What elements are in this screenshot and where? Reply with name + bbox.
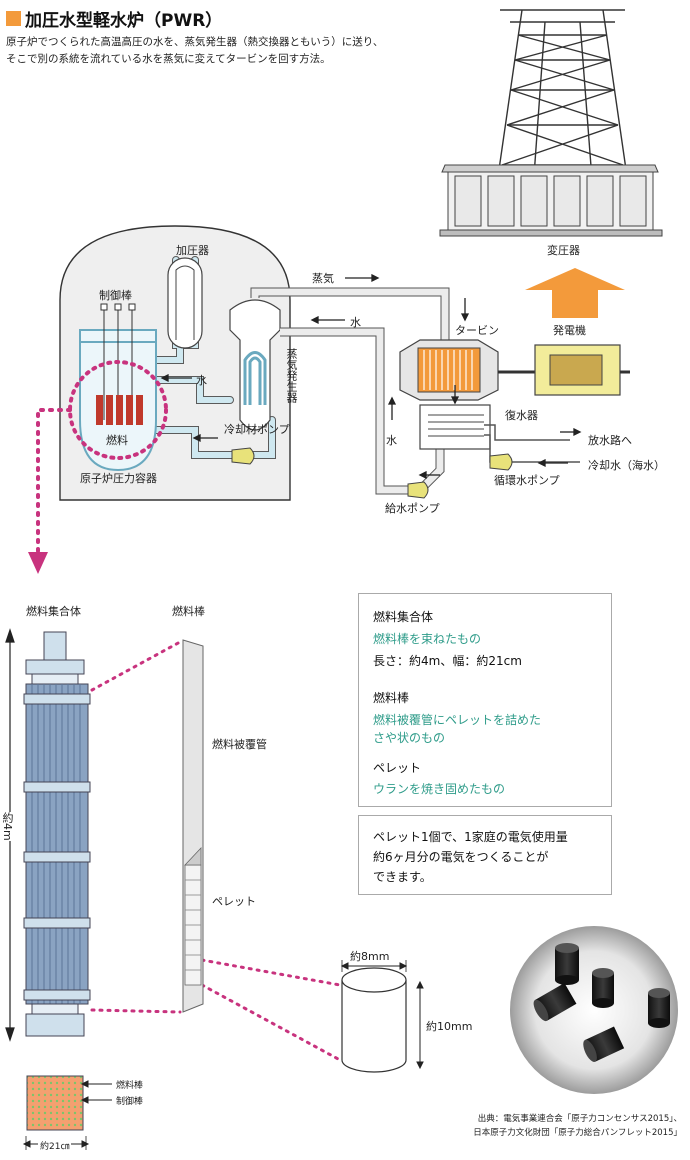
transformer-building: [439, 164, 663, 237]
source-line-1: 出典：電気事業連合会「原子力コンセンサス2015」、: [477, 1114, 682, 1124]
label-pellet: ペレット: [212, 895, 256, 908]
label-feedwater-pump: 給水ポンプ: [385, 502, 440, 515]
description-line-2: そこで別の系統を流れている水を蒸気に変えてタービンを回す方法。: [6, 53, 331, 65]
note-line-2: 約6ヶ月分の電気をつくることが: [373, 850, 549, 864]
turbine-rotor: [417, 347, 481, 393]
assembly-cross-section: [26, 1075, 84, 1131]
label-cross-fuel-rod: 燃料棒: [116, 1081, 144, 1091]
info-heading-assembly: 燃料集合体: [373, 610, 434, 624]
pellet-cylinder: [341, 967, 407, 1073]
condenser: [419, 404, 491, 450]
title-block: 加圧水型軽水炉（PWR）: [6, 6, 222, 31]
label-height-4m: 約4m: [1, 812, 14, 841]
transmission-tower: [489, 9, 636, 233]
label-control-rod: 制御棒: [99, 289, 132, 302]
pellet-photo-items: [533, 943, 670, 1062]
info-desc-rod-2: さや状のもの: [373, 731, 446, 745]
label-fuel-rod: 燃料棒: [172, 605, 205, 618]
info-box: 燃料集合体 燃料棒を束ねたもの 長さ：約4m、幅：約21cm 燃料棒 燃料被覆管…: [358, 593, 612, 807]
label-diameter: 約8mm: [350, 950, 390, 963]
steam-generator: [229, 299, 281, 431]
feedwater-pump: [407, 481, 429, 499]
label-cladding: 燃料被覆管: [212, 738, 267, 751]
label-discharge: 放水路へ: [588, 434, 632, 447]
info-desc-assembly: 燃料棒を束ねたもの: [373, 632, 482, 646]
label-condenser: 復水器: [505, 409, 538, 422]
info-desc-pellet: ウランを焼き固めたもの: [373, 782, 506, 796]
label-water-left: 水: [196, 374, 207, 387]
note-line-3: できます。: [373, 870, 432, 884]
label-steam: 蒸気: [312, 272, 334, 285]
fuel-rods: [96, 395, 143, 425]
label-pellet-height: 約10mm: [426, 1020, 473, 1033]
label-water-top: 水: [350, 316, 361, 329]
label-fuel: 燃料: [106, 434, 128, 447]
description-line-1: 原子炉でつくられた高温高圧の水を、蒸気発生器（熱交換器ともいう）に送り、: [6, 36, 384, 48]
note-box: ペレット1個で、1家庭の電気使用量 約6ヶ月分の電気をつくることが できます。: [358, 815, 612, 895]
page-title: 加圧水型軽水炉（PWR）: [25, 11, 223, 31]
label-steam-generator: 蒸気発生器: [285, 348, 298, 403]
label-cross-control-rod: 制御棒: [116, 1097, 144, 1107]
fuel-rod: [182, 639, 204, 1013]
circulation-pump: [489, 453, 513, 471]
info-heading-pellet: ペレット: [373, 761, 422, 775]
label-generator: 発電機: [553, 324, 586, 337]
dotted-connector: [36, 408, 72, 557]
label-turbine: タービン: [455, 324, 499, 337]
fuel-assembly: [23, 631, 91, 1037]
title-marker: [6, 11, 21, 26]
label-fuel-assembly: 燃料集合体: [26, 605, 81, 618]
up-arrow-orange: [525, 268, 625, 318]
source-line-2: 日本原子力文化財団「原子力総合パンフレット2015」: [473, 1128, 682, 1138]
info-desc-rod-1: 燃料被覆管にペレットを詰めた: [373, 713, 542, 727]
label-water-return: 水: [386, 434, 397, 447]
info-heading-rod: 燃料棒: [373, 691, 410, 705]
label-width-21cm: 約21㎝: [38, 1139, 72, 1152]
note-line-1: ペレット1個で、1家庭の電気使用量: [373, 830, 568, 844]
label-pressurizer: 加圧器: [176, 244, 209, 257]
label-transformer: 変圧器: [547, 244, 580, 257]
label-circulation-pump: 循環水ポンプ: [494, 474, 560, 487]
coolant-pump: [231, 447, 255, 465]
pressurizer-vessel: [167, 257, 203, 349]
info-size-assembly: 長さ：約4m、幅：約21cm: [373, 654, 522, 668]
label-coolant-pump: 冷却材ポンプ: [224, 423, 290, 436]
pellet-photo: [510, 926, 678, 1094]
label-cooling-water: 冷却水（海水）: [588, 459, 665, 472]
label-reactor-vessel: 原子炉圧力容器: [80, 472, 157, 485]
